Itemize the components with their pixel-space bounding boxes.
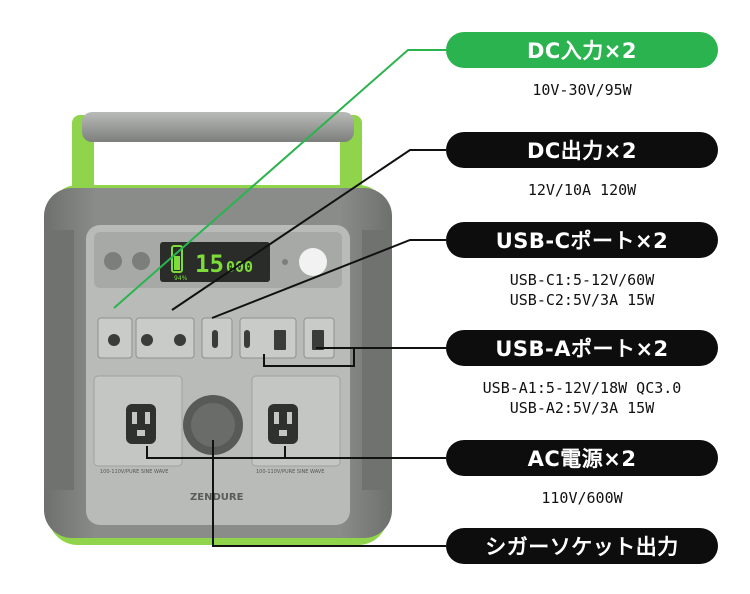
- spec-usb-a1: USB-A1:5-12V/18W QC3.0: [482, 379, 682, 397]
- socket-caption-right: 100-110V/PURE SINE WAVE: [256, 469, 324, 475]
- power-station-illustration: 15 000 94% 100-110V/PURE SINE WAVE 1: [44, 112, 392, 545]
- label-ac: AC電源×2: [446, 440, 718, 476]
- socket-caption-left: 100-110V/PURE SINE WAVE: [100, 469, 168, 475]
- display-power: 000: [226, 258, 253, 276]
- spec-ac: 110V/600W: [541, 489, 623, 507]
- display-panel: 15 000 94%: [94, 232, 342, 288]
- label-dc-input: DC入力×2: [446, 32, 718, 68]
- ports-row: [97, 317, 335, 359]
- spec-usb-a2: USB-A2:5V/3A 15W: [509, 399, 655, 417]
- label-usb-c: USB-Cポート×2: [446, 222, 718, 258]
- handle: [72, 112, 362, 195]
- spec-dc-input: 10V-30V/95W: [532, 81, 632, 99]
- label-usb-a: USB-Aポート×2: [446, 330, 718, 366]
- spec-usb-c2: USB-C2:5V/3A 15W: [509, 291, 655, 309]
- label-cigarette: シガーソケット出力: [446, 528, 718, 564]
- display-percent: 94%: [174, 275, 188, 282]
- display-digits: 15: [195, 250, 224, 278]
- label-dc-output: DC出力×2: [446, 132, 718, 168]
- brand-logo: ZENDURE: [190, 492, 244, 503]
- spec-dc-output: 12V/10A 120W: [527, 181, 637, 199]
- spec-usb-c1: USB-C1:5-12V/60W: [509, 271, 655, 289]
